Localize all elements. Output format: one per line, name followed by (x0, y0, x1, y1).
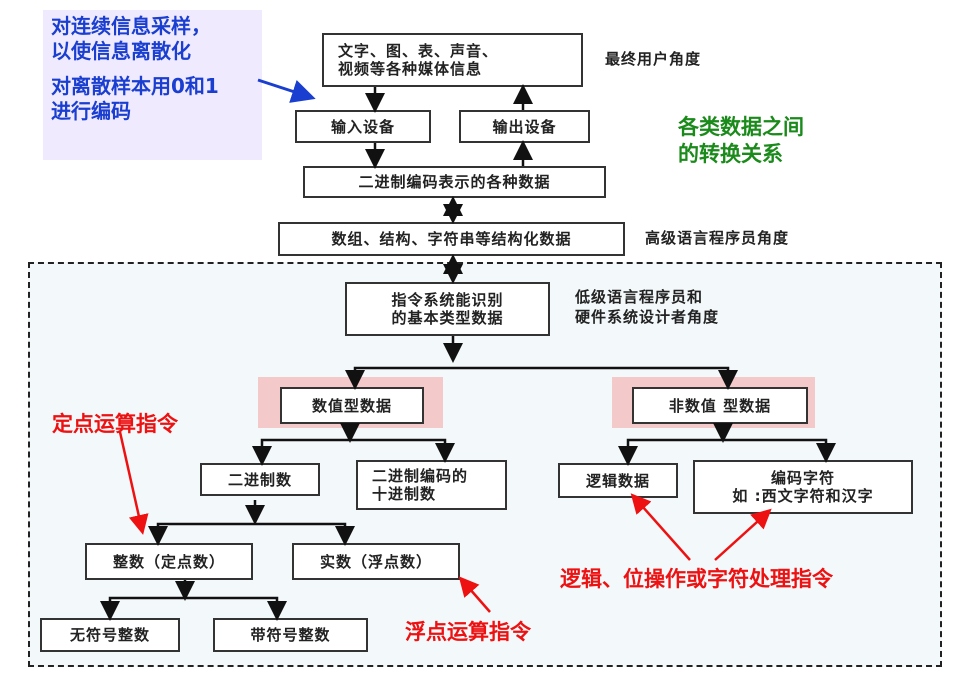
note-line: 进行编码 (51, 99, 131, 123)
non-numeric-box: 非数值 型数据 (632, 387, 808, 424)
note-line: 对连续信息采样， (51, 14, 211, 38)
fixed-point-label: 定点运算指令 (52, 412, 178, 436)
char-box: 编码字符 如 :西文字符和汉字 (693, 460, 913, 514)
conversion-label: 各类数据之间 的转换关系 (678, 114, 804, 169)
sampling-note: 对连续信息采样， 以使信息离散化 对离散样本用0和1 进行编码 (43, 10, 262, 160)
red-arrow (118, 431, 149, 535)
box-line: 指令系统能识别 (391, 291, 504, 309)
end-user-label: 最终用户角度 (605, 50, 702, 68)
floating-point-label: 浮点运算指令 (405, 620, 531, 644)
box-line: 编码字符 (770, 469, 835, 487)
label-line: 硬件系统设计者角度 (575, 307, 720, 326)
low-level-label: 低级语言程序员和 硬件系统设计者角度 (575, 288, 719, 327)
note-line: 以使信息离散化 (51, 39, 191, 63)
signed-integer-box: 带符号整数 (213, 618, 368, 652)
red-arrow (458, 576, 491, 613)
label-line: 低级语言程序员和 (575, 288, 704, 306)
media-line: 视频等各种媒体信息 (338, 60, 483, 78)
blue-arrow (257, 78, 316, 103)
branch (108, 596, 279, 616)
note-line: 对离散样本用0和1 (51, 74, 219, 98)
integer-box: 整数（定点数） (85, 543, 253, 580)
box-line: 的基本类型数据 (391, 309, 504, 327)
box-line: 二进制编码的 (372, 467, 469, 485)
conversion-line: 各类数据之间 (678, 115, 804, 139)
branch (353, 366, 730, 385)
media-line: 文字、图、表、声音、 (338, 42, 499, 60)
high-level-label: 高级语言程序员角度 (645, 229, 790, 247)
binary-number-box: 二进制数 (200, 463, 320, 496)
input-device-box: 输入设备 (295, 110, 431, 143)
branch (260, 438, 447, 461)
structured-data-box: 数组、结构、字符串等结构化数据 (278, 222, 625, 256)
conversion-line: 的转换关系 (678, 142, 783, 167)
branch (156, 522, 347, 541)
real-box: 实数（浮点数） (292, 543, 460, 580)
media-box: 文字、图、表、声音、 视频等各种媒体信息 (322, 33, 583, 87)
logic-ops-label: 逻辑、位操作或字符处理指令 (560, 567, 833, 591)
unsigned-integer-box: 无符号整数 (40, 618, 180, 652)
box-line: 十进制数 (372, 485, 437, 503)
red-arrow (630, 493, 691, 561)
bcd-box: 二进制编码的 十进制数 (356, 460, 507, 510)
instruction-types-box: 指令系统能识别 的基本类型数据 (345, 282, 550, 336)
branch (626, 438, 828, 461)
box-line: 如 :西文字符和汉字 (732, 487, 874, 505)
red-arrow (714, 508, 772, 561)
